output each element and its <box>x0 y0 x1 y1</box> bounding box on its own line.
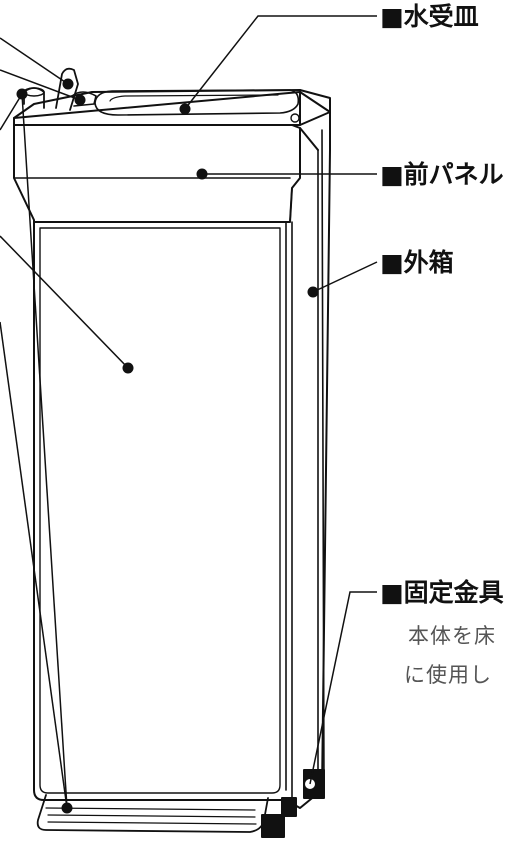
cabinet-outline <box>13 91 331 809</box>
outer-case-label: ■外箱 <box>380 248 454 277</box>
fixing-bracket-label: ■固定金具 <box>380 578 504 607</box>
fixing-bracket-desc-line1: 本体を床 <box>408 624 496 648</box>
drip-tray-label: ■水受皿 <box>380 2 479 31</box>
fixing-bracket-desc-line2: に使用し <box>404 663 492 687</box>
basin <box>94 89 300 116</box>
front-panel-label: ■前パネル <box>380 160 504 189</box>
